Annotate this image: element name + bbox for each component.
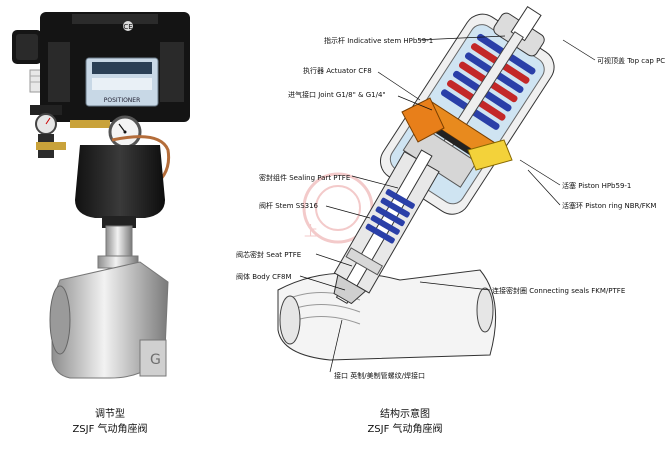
valve-body-photo: G (49, 261, 169, 379)
filter-regulator (30, 105, 110, 158)
photo-caption-line1: 调节型 (95, 409, 125, 420)
cross-section: 上 (236, 5, 665, 380)
stem-section (333, 149, 440, 305)
piston-yellow (467, 139, 513, 171)
ce-badge: CE (123, 23, 132, 31)
label-stem: 阀杆 Stem SS316 (259, 201, 319, 210)
valve-photo: CE POSITIONER (12, 12, 190, 379)
positioner-plate-label: POSITIONER (104, 97, 141, 104)
body-marking: G (150, 352, 161, 368)
valve-body-section (277, 269, 497, 361)
actuator-body (75, 145, 165, 228)
pressure-gauge (108, 115, 142, 149)
label-air-inlet: 进气接口 Joint G1/8" & G1/4" (288, 90, 386, 99)
diagram-caption-line2: ZSJF 气动角座阀 (367, 424, 443, 435)
label-piston: 活塞 Piston HPb59-1 (562, 181, 631, 190)
label-sealing-part: 密封组件 Sealing Part PTFE (259, 173, 350, 182)
label-indicative-stem: 指示杆 Indicative stem HPb59-1 (324, 36, 433, 45)
label-seat: 阀芯密封 Seat PTFE (236, 250, 301, 259)
positioner-housing: CE POSITIONER (40, 12, 190, 122)
label-top-cap: 可视顶盖 Top cap PC (597, 56, 665, 65)
cable-gland (12, 30, 47, 93)
callout-labels: 指示杆 Indicative stem HPb59-1 可视顶盖 Top cap… (236, 36, 665, 380)
bonnet (97, 225, 139, 269)
label-connecting-seals: 连接密封圈 Connecting seals FKM/PTFE (492, 286, 625, 295)
actuator-ring (401, 97, 445, 143)
diagram-caption: 结构示意图 ZSJF 气动角座阀 (345, 407, 465, 437)
photo-caption-line2: ZSJF 气动角座阀 (72, 424, 148, 435)
label-body: 阀体 Body CF8M (236, 272, 292, 281)
watermark-char: 上 (304, 224, 318, 240)
label-piston-ring: 活塞环 Piston ring NBR/FKM (562, 201, 656, 210)
label-port: 接口 英制/美制管螺纹/焊接口 (334, 371, 425, 380)
leader-lines (299, 35, 596, 373)
photo-caption: 调节型 ZSJF 气动角座阀 (55, 407, 165, 437)
label-actuator: 执行器 Actuator CF8 (303, 66, 372, 75)
diagram-caption-line1: 结构示意图 (380, 409, 430, 420)
